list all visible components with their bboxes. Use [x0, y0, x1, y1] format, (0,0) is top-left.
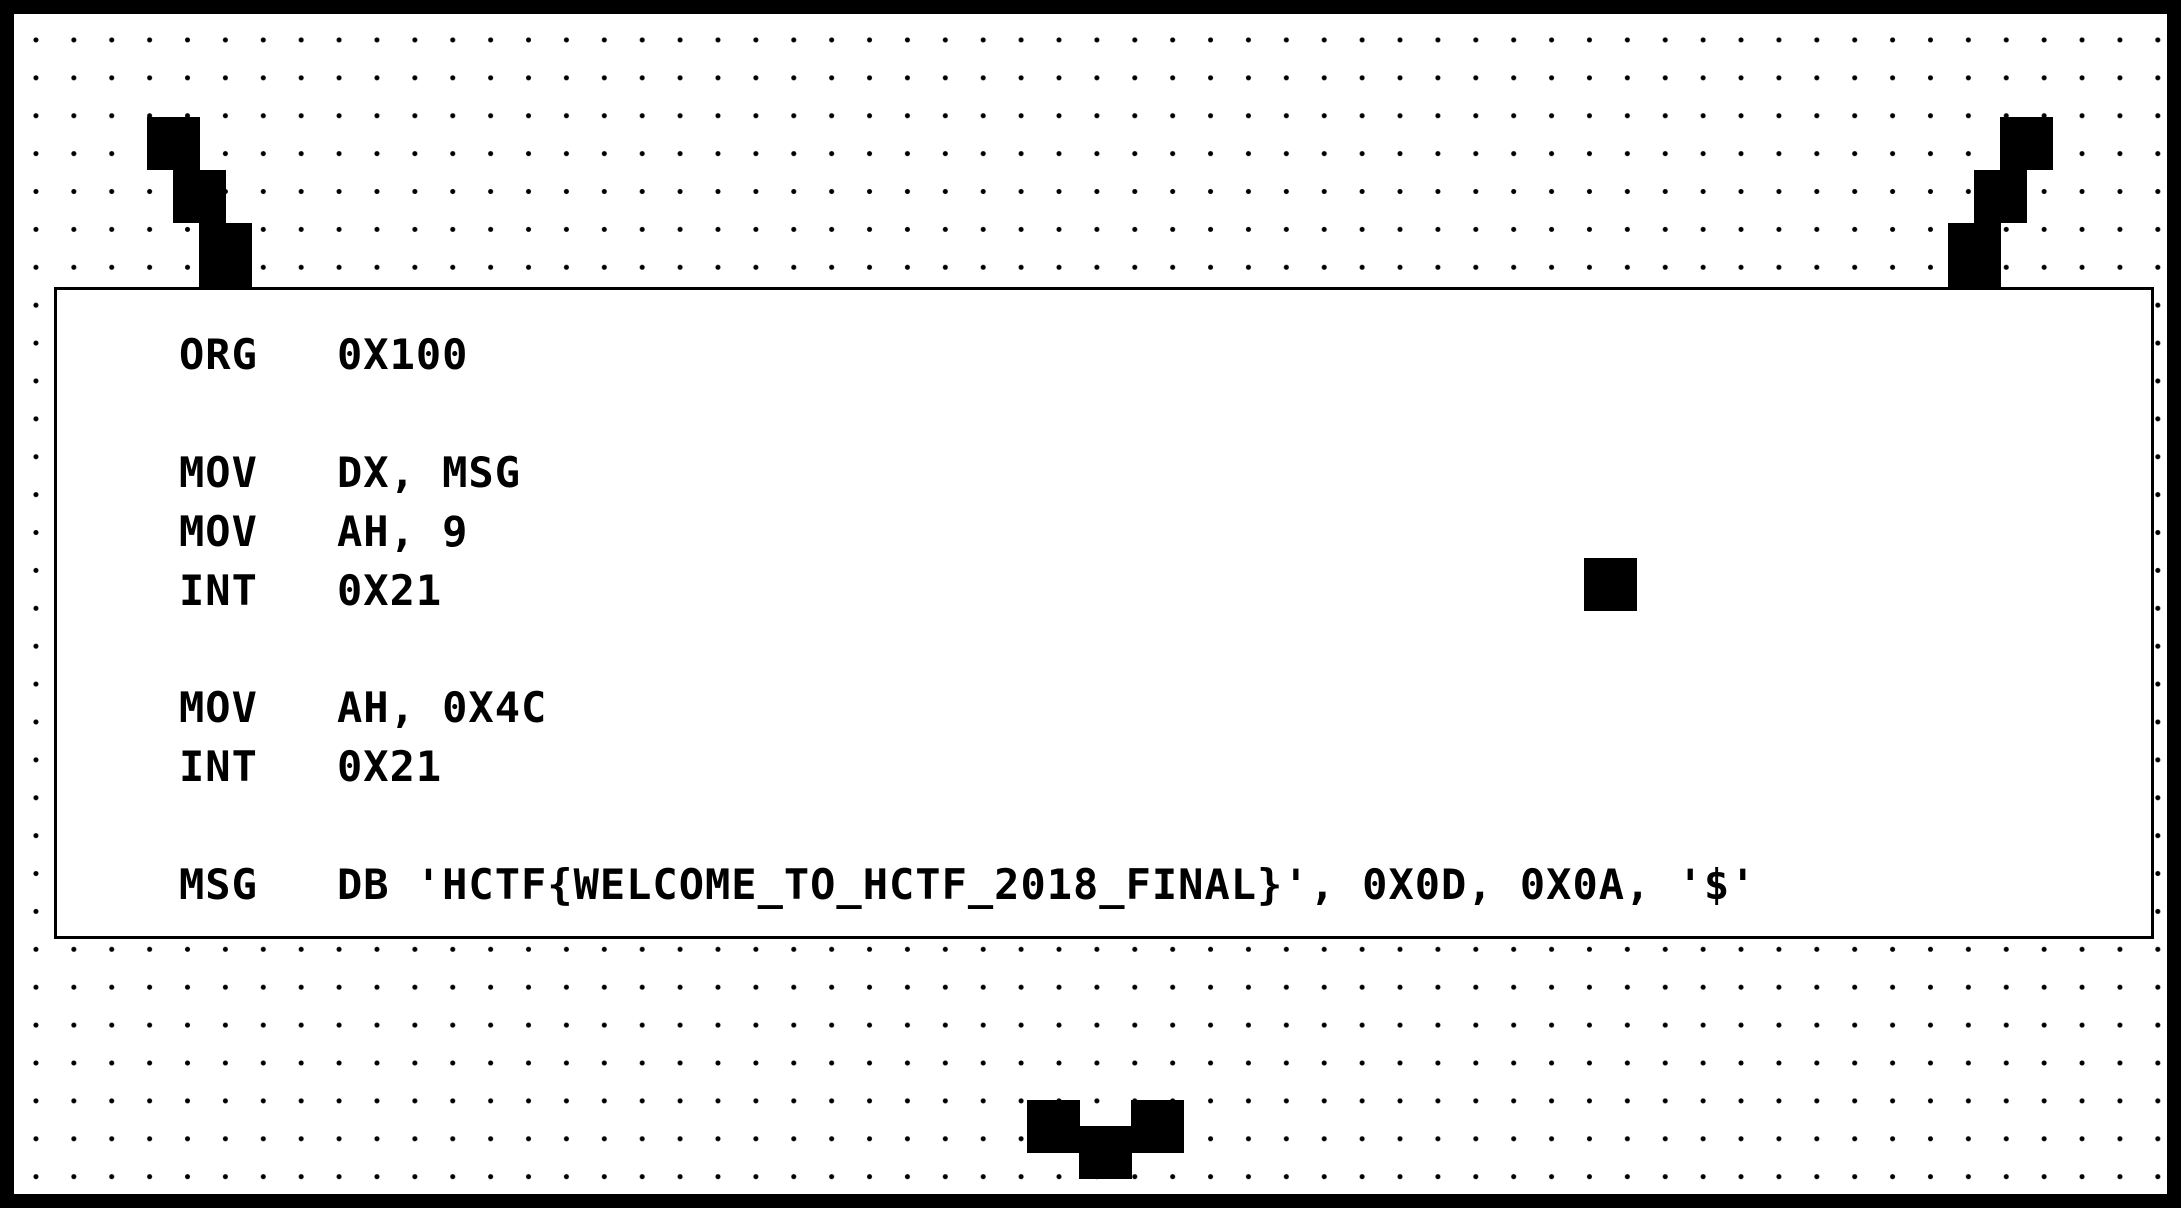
opcode: ORG [179, 330, 258, 379]
mouth-block-bottom [1079, 1126, 1132, 1179]
left-antenna-block-1 [147, 117, 200, 170]
operands: DB 'HCTF{WELCOME_TO_HCTF_2018_FINAL}', 0… [337, 860, 1757, 909]
operands: 0X21 [337, 742, 443, 791]
opcode: MOV [179, 448, 258, 497]
right-antenna-block-1 [2000, 117, 2053, 170]
operands: 0X100 [337, 330, 469, 379]
opcode: INT [179, 566, 258, 615]
opcode: MOV [179, 683, 258, 732]
left-antenna-block-3 [199, 223, 252, 287]
code-line-mov-exit: MOV AH, 0X4C [179, 683, 547, 733]
operands: AH, 9 [337, 507, 469, 556]
opcode: INT [179, 742, 258, 791]
code-line-int-exit: INT 0X21 [179, 742, 442, 792]
code-line-int: INT 0X21 [179, 566, 442, 616]
mouth-block-right [1131, 1100, 1184, 1153]
right-antenna-block-3 [1948, 223, 2001, 287]
opcode: MSG [179, 860, 258, 909]
code-panel: ORG 0X100 MOV DX, MSG MOV AH, 9 INT 0X21 MOV… [54, 287, 2154, 939]
right-antenna-block-2 [1974, 170, 2027, 223]
code-line-org: ORG 0X100 [179, 330, 468, 380]
stray-pixel-block [1584, 558, 1637, 611]
left-antenna-block-2 [173, 170, 226, 223]
operands: DX, MSG [337, 448, 522, 497]
code-line-mov-dx: MOV DX, MSG [179, 448, 521, 498]
code-line-mov-ah: MOV AH, 9 [179, 507, 468, 557]
opcode: MOV [179, 507, 258, 556]
mouth-block-left [1027, 1100, 1080, 1153]
code-line-msg: MSG DB 'HCTF{WELCOME_TO_HCTF_2018_FINAL}'… [179, 860, 1756, 910]
operands: AH, 0X4C [337, 683, 548, 732]
operands: 0X21 [337, 566, 443, 615]
